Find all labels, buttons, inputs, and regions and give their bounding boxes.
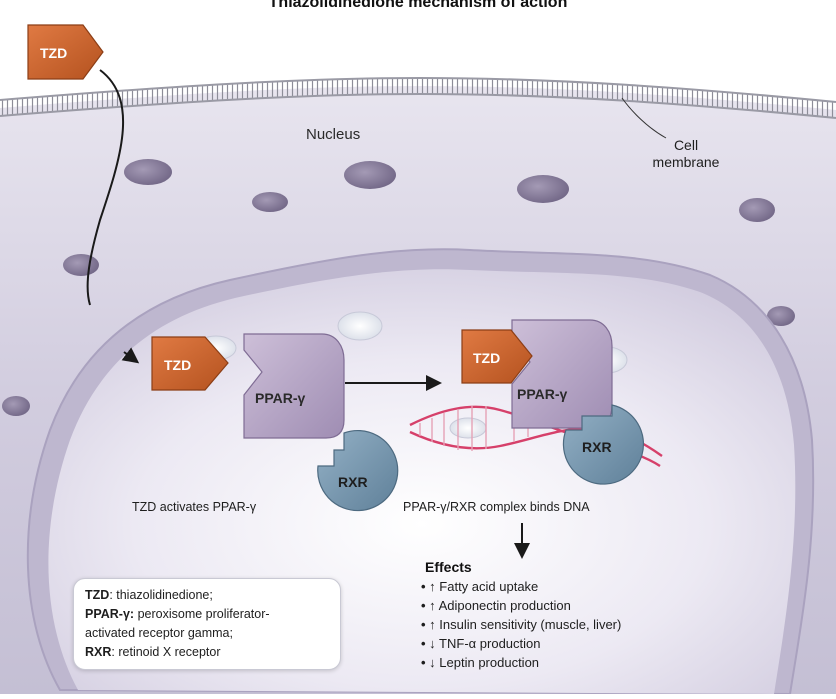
tzd-shape-step1: TZD bbox=[151, 336, 229, 391]
legend-definition: peroxisome proliferator- bbox=[134, 607, 270, 621]
legend-term: TZD bbox=[85, 588, 110, 602]
vesicle bbox=[767, 306, 795, 326]
legend-row: TZD: thiazolidinedione; bbox=[85, 587, 213, 603]
effect-item: ↑ Fatty acid uptake bbox=[421, 577, 621, 596]
tzd-entry-path bbox=[86, 69, 125, 306]
vesicle bbox=[2, 396, 30, 416]
tzd-shape-step2: TZD bbox=[461, 329, 533, 384]
legend-row: PPAR-γ: peroxisome proliferator- bbox=[85, 606, 270, 622]
legend-term: RXR bbox=[85, 645, 112, 659]
legend-definition: : retinoid X receptor bbox=[111, 645, 221, 659]
tzd-shape-outside: TZD bbox=[27, 24, 104, 80]
tzd-label: TZD bbox=[164, 357, 191, 373]
tzd-label: TZD bbox=[473, 350, 500, 366]
cell-membrane bbox=[0, 77, 836, 118]
ppar-shape-step1: PPAR-γ bbox=[243, 333, 345, 439]
nuclear-vesicle bbox=[449, 417, 487, 439]
ppar-shape-step2: PPAR-γ bbox=[511, 319, 613, 429]
effects-panel: Effects ↑ Fatty acid uptake ↑ Adiponecti… bbox=[421, 559, 621, 672]
step1-caption: TZD activates PPAR-γ bbox=[132, 500, 257, 514]
rxr-shape-step1: RXR bbox=[317, 429, 399, 512]
step2-caption: PPAR-γ/RXR complex binds DNA bbox=[403, 500, 590, 514]
rxr-label: RXR bbox=[582, 439, 612, 455]
vesicle bbox=[344, 161, 396, 189]
legend-row: activated receptor gamma; bbox=[85, 625, 233, 641]
effect-item: ↓ Leptin production bbox=[421, 653, 621, 672]
legend-row: RXR: retinoid X receptor bbox=[85, 644, 221, 660]
cell-membrane-label: Cell membrane bbox=[640, 137, 732, 171]
vesicle bbox=[63, 254, 99, 276]
tzd-label: TZD bbox=[40, 45, 67, 61]
effect-item: ↑ Insulin sensitivity (muscle, liver) bbox=[421, 615, 621, 634]
rxr-shape-step2: RXR bbox=[562, 404, 645, 485]
page-title: Thiazolidinedione mechanism of action bbox=[268, 0, 568, 11]
rxr-label: RXR bbox=[338, 474, 368, 490]
nuclear-vesicle bbox=[337, 311, 383, 341]
effect-item: ↑ Adiponectin production bbox=[421, 596, 621, 615]
cell-membrane-label-line2: membrane bbox=[652, 154, 720, 170]
legend-definition: activated receptor gamma; bbox=[85, 626, 233, 640]
legend-term: PPAR-γ: bbox=[85, 607, 135, 621]
legend-definition: : thiazolidinedione; bbox=[109, 588, 213, 602]
nucleus-label: Nucleus bbox=[306, 126, 361, 143]
vesicle bbox=[739, 198, 775, 222]
ppar-label: PPAR-γ bbox=[255, 390, 306, 406]
effects-list: ↑ Fatty acid uptake ↑ Adiponectin produc… bbox=[421, 577, 621, 672]
tzd-entry-arrow bbox=[121, 347, 140, 364]
vesicle bbox=[252, 192, 288, 212]
effects-title: Effects bbox=[425, 559, 472, 575]
cell-membrane-label-line1: Cell bbox=[673, 137, 699, 153]
vesicle bbox=[517, 175, 569, 203]
vesicle bbox=[124, 159, 172, 185]
effect-item: ↓ TNF-α production bbox=[421, 634, 621, 653]
ppar-label: PPAR-γ bbox=[517, 386, 568, 402]
abbreviation-legend: TZD: thiazolidinedione; PPAR-γ: peroxiso… bbox=[73, 578, 341, 670]
